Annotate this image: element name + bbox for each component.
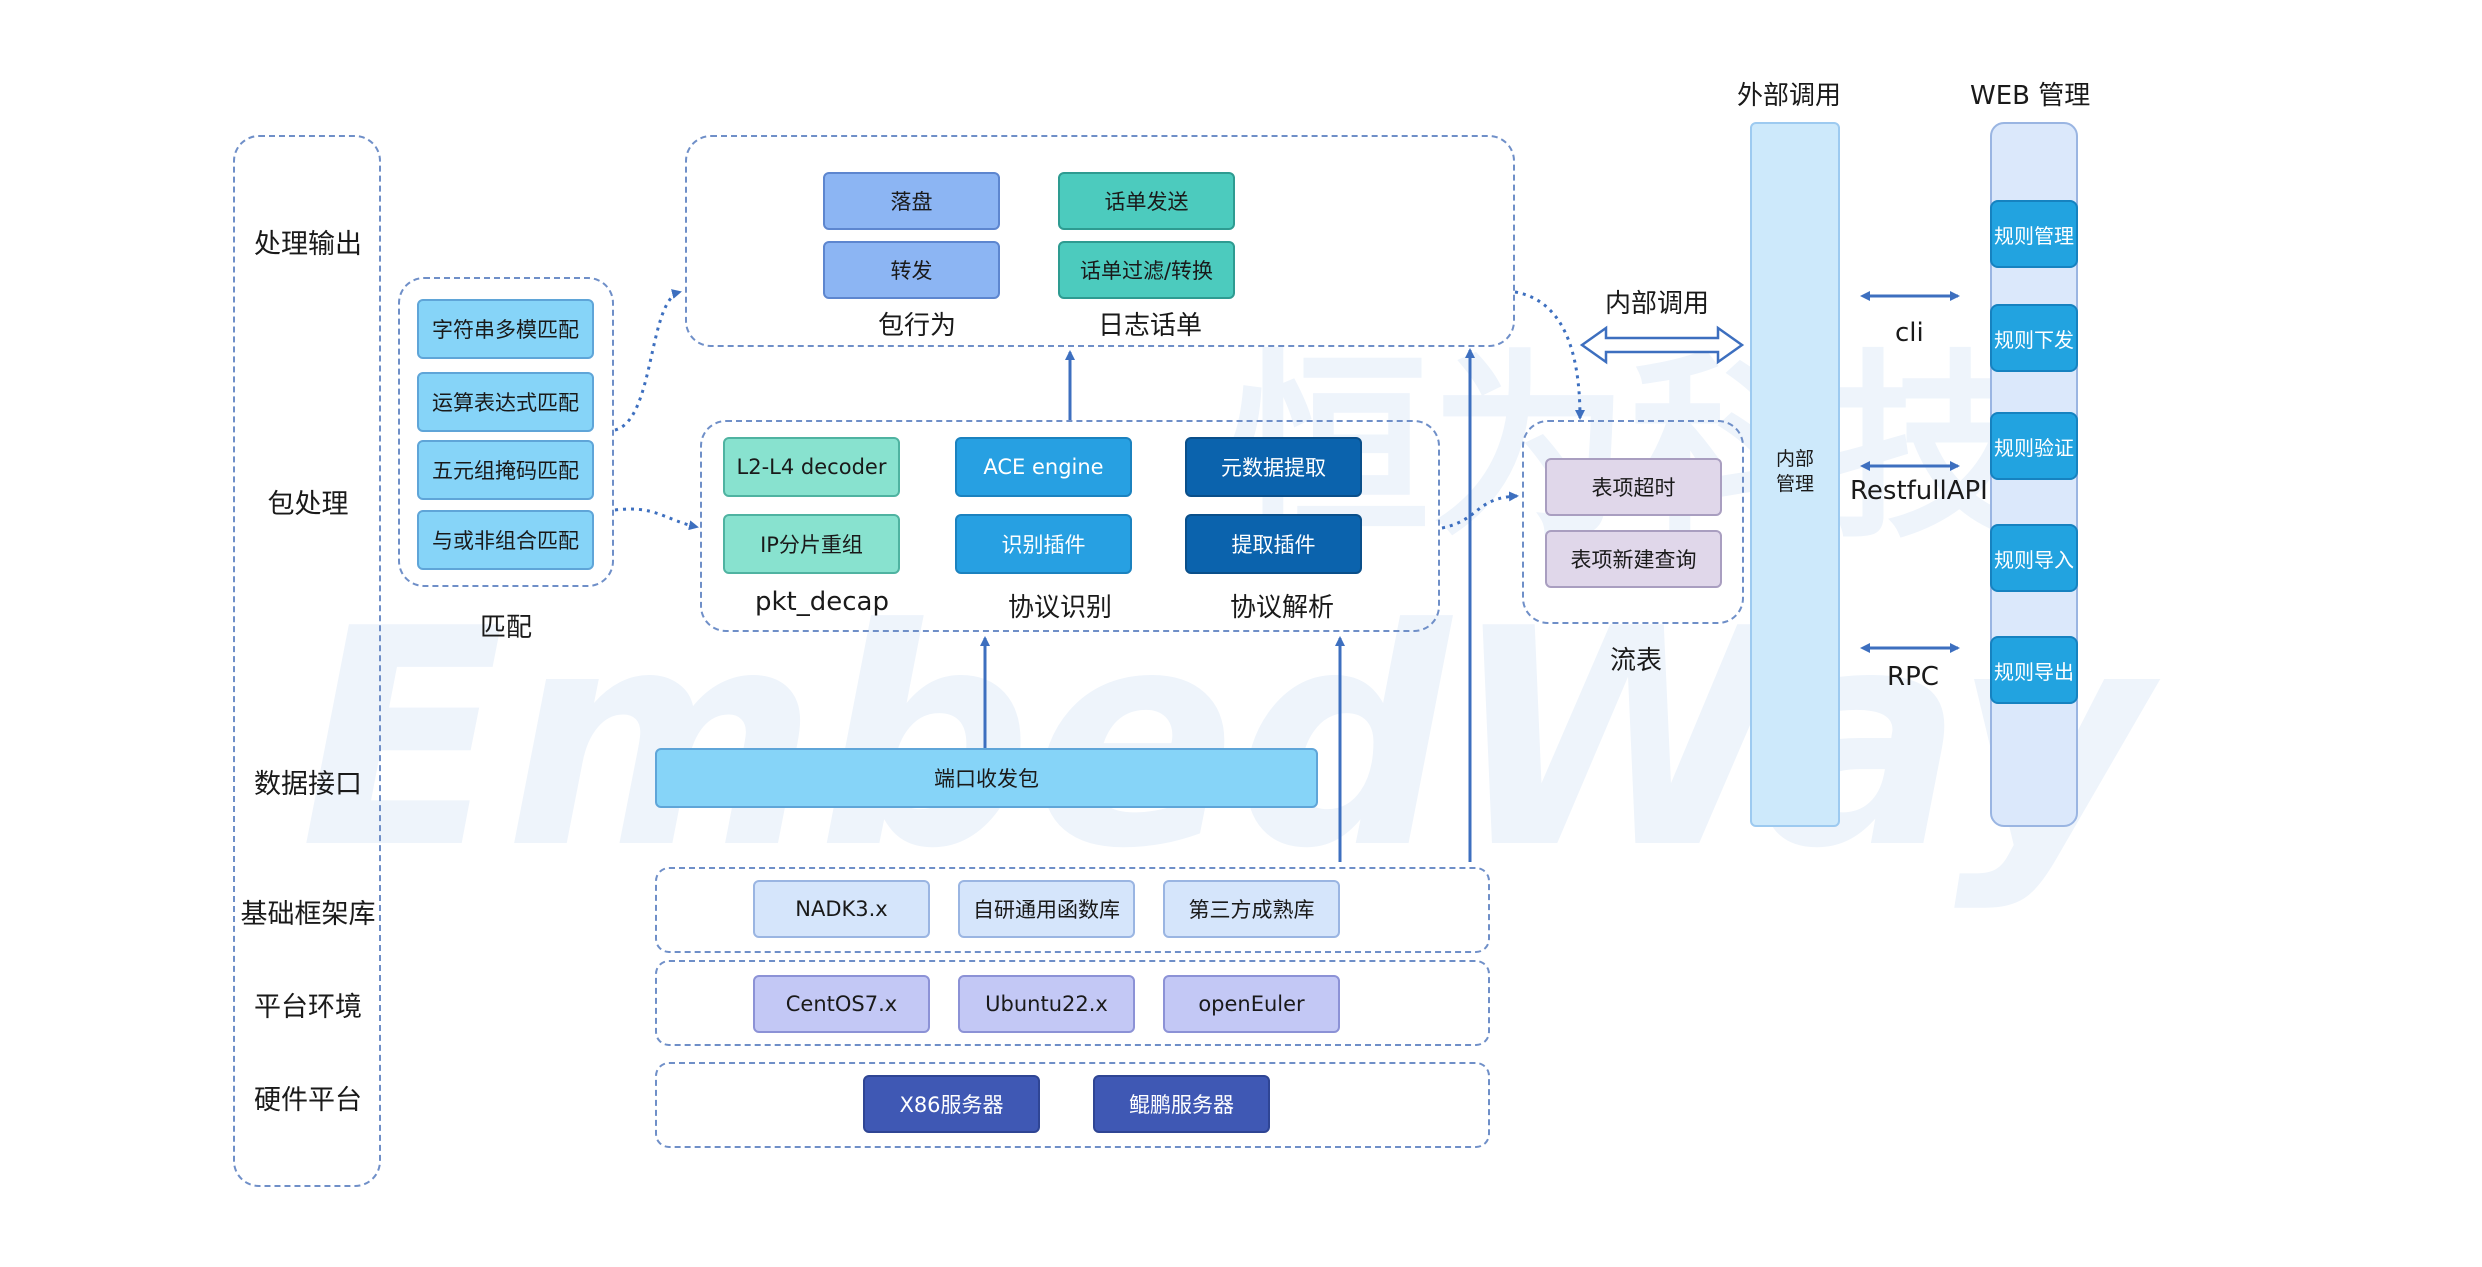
rule-import: 规则导入 — [1990, 524, 2078, 592]
log-label: 日志话单 — [1098, 311, 1203, 341]
internal-call-label: 内部调用 — [1605, 289, 1710, 319]
entry-timeout: 表项超时 — [1545, 458, 1722, 516]
rpc-label: RPC — [1887, 662, 1939, 692]
restful-api-label: RestfullAPI — [1850, 476, 1988, 506]
packet-action-label: 包行为 — [878, 311, 957, 341]
layer-processing-output: 处理输出 — [254, 229, 362, 260]
l2-l4-decoder: L2-L4 decoder — [723, 437, 900, 497]
layer-column — [233, 135, 381, 1187]
watermark-text: EmbedWay — [300, 565, 2150, 914]
nadk: NADK3.x — [753, 880, 930, 938]
protocol-identify-label: 协议识别 — [1008, 593, 1113, 623]
protocol-parse-label: 协议解析 — [1230, 593, 1335, 623]
internal-mgmt-label: 内部 管理 — [1775, 448, 1814, 495]
log-send: 话单发送 — [1058, 172, 1235, 230]
log-filter: 话单过滤/转换 — [1058, 241, 1235, 299]
layer-packet-processing: 包处理 — [267, 489, 349, 520]
web-mgmt-title: WEB 管理 — [1970, 81, 2091, 111]
platform-group — [655, 960, 1490, 1046]
action-forward: 转发 — [823, 241, 1000, 299]
hardware-group — [655, 1062, 1490, 1148]
layer-platform: 平台环境 — [254, 992, 362, 1023]
match-to-processing-arrow — [614, 507, 699, 531]
entry-create-query: 表项新建查询 — [1545, 530, 1722, 588]
framework-group — [655, 867, 1490, 953]
ace-engine: ACE engine — [955, 437, 1132, 497]
openeuler: openEuler — [1163, 975, 1340, 1033]
rule-export: 规则导出 — [1990, 636, 2078, 704]
match-label: 匹配 — [480, 613, 533, 643]
extract-plugin: 提取插件 — [1185, 514, 1362, 574]
centos: CentOS7.x — [753, 975, 930, 1033]
output-group — [685, 135, 1515, 347]
rule-deploy: 规则下发 — [1990, 304, 2078, 372]
port-rx-tx: 端口收发包 — [655, 748, 1318, 808]
match-boolean: 与或非组合匹配 — [417, 510, 594, 570]
cli-label: cli — [1895, 318, 1924, 348]
match-five-tuple: 五元组掩码匹配 — [417, 440, 594, 500]
third-party-library: 第三方成熟库 — [1163, 880, 1340, 938]
match-to-output-arrow — [614, 289, 682, 432]
layer-framework: 基础框架库 — [240, 899, 376, 930]
metadata-extract: 元数据提取 — [1185, 437, 1362, 497]
match-string-multi: 字符串多模匹配 — [417, 299, 594, 359]
flow-table-label: 流表 — [1610, 646, 1663, 676]
match-expression: 运算表达式匹配 — [417, 372, 594, 432]
layer-hardware: 硬件平台 — [254, 1085, 362, 1116]
self-dev-library: 自研通用函数库 — [958, 880, 1135, 938]
pkt-decap-label: pkt_decap — [755, 587, 889, 617]
kunpeng-server: 鲲鹏服务器 — [1093, 1075, 1270, 1133]
external-call-title: 外部调用 — [1737, 81, 1842, 111]
ip-fragment-reassembly: IP分片重组 — [723, 514, 900, 574]
rule-management: 规则管理 — [1990, 200, 2078, 268]
layer-data-interface: 数据接口 — [254, 769, 362, 800]
flow-table-group — [1522, 420, 1744, 624]
x86-server: X86服务器 — [863, 1075, 1040, 1133]
internal-mgmt-panel — [1750, 122, 1840, 827]
watermark-cn: 恒为科技 — [1230, 333, 2031, 566]
rule-verify: 规则验证 — [1990, 412, 2078, 480]
ubuntu: Ubuntu22.x — [958, 975, 1135, 1033]
action-disk: 落盘 — [823, 172, 1000, 230]
identify-plugin: 识别插件 — [955, 514, 1132, 574]
processing-group — [700, 420, 1440, 632]
match-group — [398, 277, 614, 587]
